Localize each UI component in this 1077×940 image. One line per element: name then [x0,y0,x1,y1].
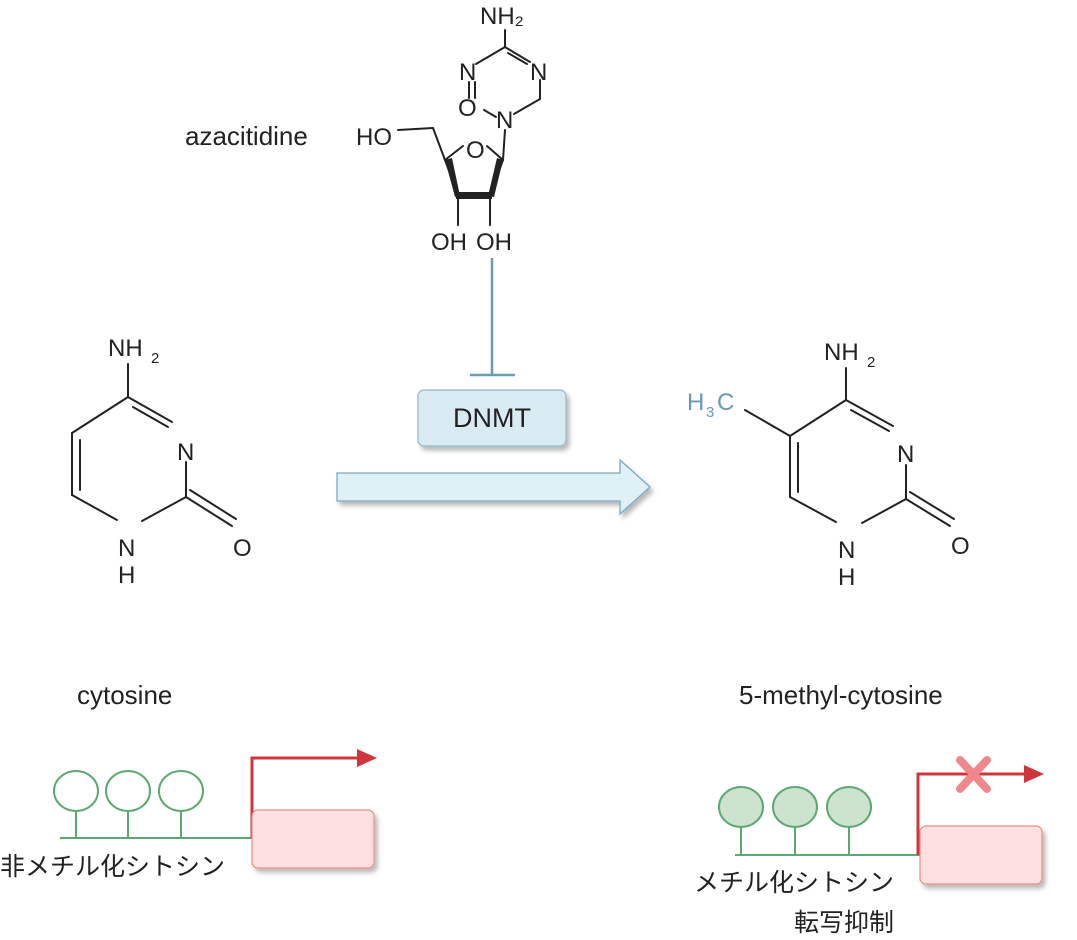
mc-c: C [717,389,734,416]
methylcytosine-structure: NH 2 H 3 C N O N H [687,339,970,591]
gene-box [251,809,375,869]
cyt-o2: O [233,535,252,562]
aza-n-glyco: N [496,107,513,134]
aza-n-left: N [459,59,476,86]
transcription-arrow [250,756,358,838]
aza-o-ring: O [458,95,477,122]
aza-ho: HO [356,124,392,151]
methylated-cpg-site [826,786,872,855]
cyt-nh: NH [108,335,143,362]
sugar-bold-bond [456,192,492,199]
aza-n-right: N [530,59,547,86]
methylated-cpg-site [718,786,764,855]
cpg-site [53,770,99,838]
mc-n3: N [897,441,914,468]
dnmt-enzyme-box: DNMT [417,389,567,447]
aza-oh-left: OH [431,229,467,256]
azacitidine-label: azacitidine [185,121,308,151]
methylcytosine-label: 5-methyl-cytosine [739,680,943,710]
dnmt-label: DNMT [453,403,531,433]
block-x-icon [956,756,991,793]
reaction-arrow [336,458,651,516]
transcription-arrow-head [357,749,377,767]
methylated-cpg-site [772,786,818,855]
blocked-transcription-arrow-head [1024,765,1044,783]
cyt-h1: H [118,562,135,589]
cpg-site [158,770,204,838]
mc-nh-sub: 2 [867,354,875,371]
blocked-transcription-arrow [916,772,1025,855]
cyt-n3: N [177,439,194,466]
gene-box [919,825,1043,885]
gene-diagram-methylated: メチル化シトシン 転写抑制 [694,756,1044,937]
mc-nh: NH [824,339,859,366]
aza-nh2: NH₂ [480,3,524,30]
azacitidine-structure: azacitidine NH₂ N N O [185,3,547,256]
mc-h1: H [838,564,855,591]
gene-diagram-unmethylated: 非メチル化シトシン [0,749,377,881]
sugar-wedge-left [445,158,460,197]
cyt-n1: N [118,535,135,562]
repression-label: 転写抑制 [794,909,894,937]
aza-o-sugar: O [466,137,485,164]
aza-oh-right: OH [476,229,512,256]
methylated-label: メチル化シトシン [694,869,894,897]
cyt-nh-sub: 2 [151,350,159,367]
mc-n1: N [838,537,855,564]
unmethylated-label: 非メチル化シトシン [0,853,225,881]
inhibition-symbol [470,258,515,377]
cytosine-structure: NH 2 N O N H [71,335,252,589]
cpg-site [105,770,151,838]
mc-o2: O [951,533,970,560]
mc-h3-sub: 3 [706,404,714,421]
cytosine-label: cytosine [77,680,172,710]
sugar-wedge-right [488,158,503,197]
mc-h: H [687,389,704,416]
